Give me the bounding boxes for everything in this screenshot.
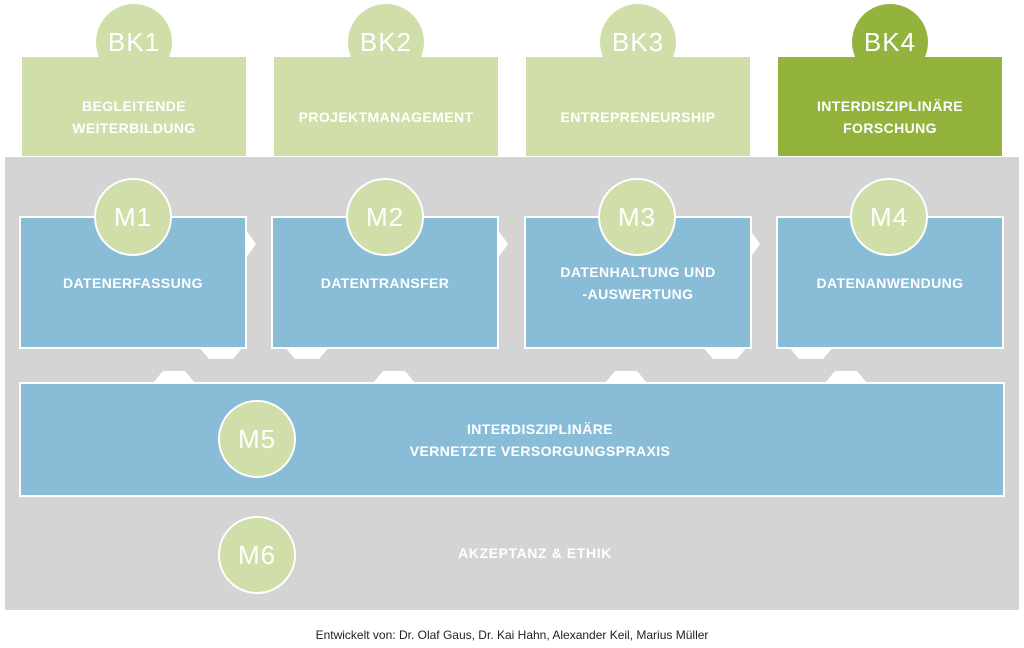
arrow-right-icon [246, 230, 256, 258]
arrow-right-icon [498, 230, 508, 258]
bk2-label: PROJEKTMANAGEMENT [298, 108, 474, 125]
m4-label: DATENANWENDUNG [816, 274, 964, 291]
m2-badge: M2 [346, 178, 424, 256]
arrow-down-icon [199, 347, 243, 359]
m1-badge: M1 [94, 178, 172, 256]
m4-badge: M4 [850, 178, 928, 256]
m3-badge: M3 [598, 178, 676, 256]
bk3-box: ENTREPRENEURSHIP [526, 57, 750, 156]
arrow-down-icon [285, 347, 329, 359]
arrow-right-icon [750, 230, 760, 258]
bk4-badge: BK4 [852, 4, 928, 80]
bk2-box: PROJEKTMANAGEMENT [274, 57, 498, 156]
bk3-label: ENTREPRENEURSHIP [560, 108, 716, 125]
bk3-badge: BK3 [600, 4, 676, 80]
bk1-badge: BK1 [96, 4, 172, 80]
m5-box [19, 382, 1005, 497]
m5-badge: M5 [218, 400, 296, 478]
arrow-down-icon [789, 347, 833, 359]
arrow-down-icon [703, 347, 747, 359]
m1-label: DATENERFASSUNG [63, 274, 203, 291]
m5-label: INTERDISZIPLINÄRE VERNETZTE VERSORGUNGSP… [409, 421, 671, 459]
arrow-up-icon [605, 371, 647, 383]
m3-label: DATENHALTUNG UND -AUSWERTUNG [560, 263, 716, 302]
arrow-up-icon [153, 371, 195, 383]
m6-badge: M6 [218, 516, 296, 594]
bk2-badge: BK2 [348, 4, 424, 80]
credits-footer: Entwickelt von: Dr. Olaf Gaus, Dr. Kai H… [315, 628, 709, 642]
bk4-box: INTERDISZIPLINÄRE FORSCHUNG [778, 57, 1002, 156]
arrow-up-icon [825, 371, 867, 383]
bk1-label: BEGLEITENDE WEITERBILDUNG [72, 97, 196, 136]
arrow-up-icon [373, 371, 415, 383]
m2-label: DATENTRANSFER [320, 274, 450, 291]
bk4-label: INTERDISZIPLINÄRE FORSCHUNG [816, 97, 964, 136]
m6-label: AKZEPTANZ & ETHIK [458, 545, 612, 561]
